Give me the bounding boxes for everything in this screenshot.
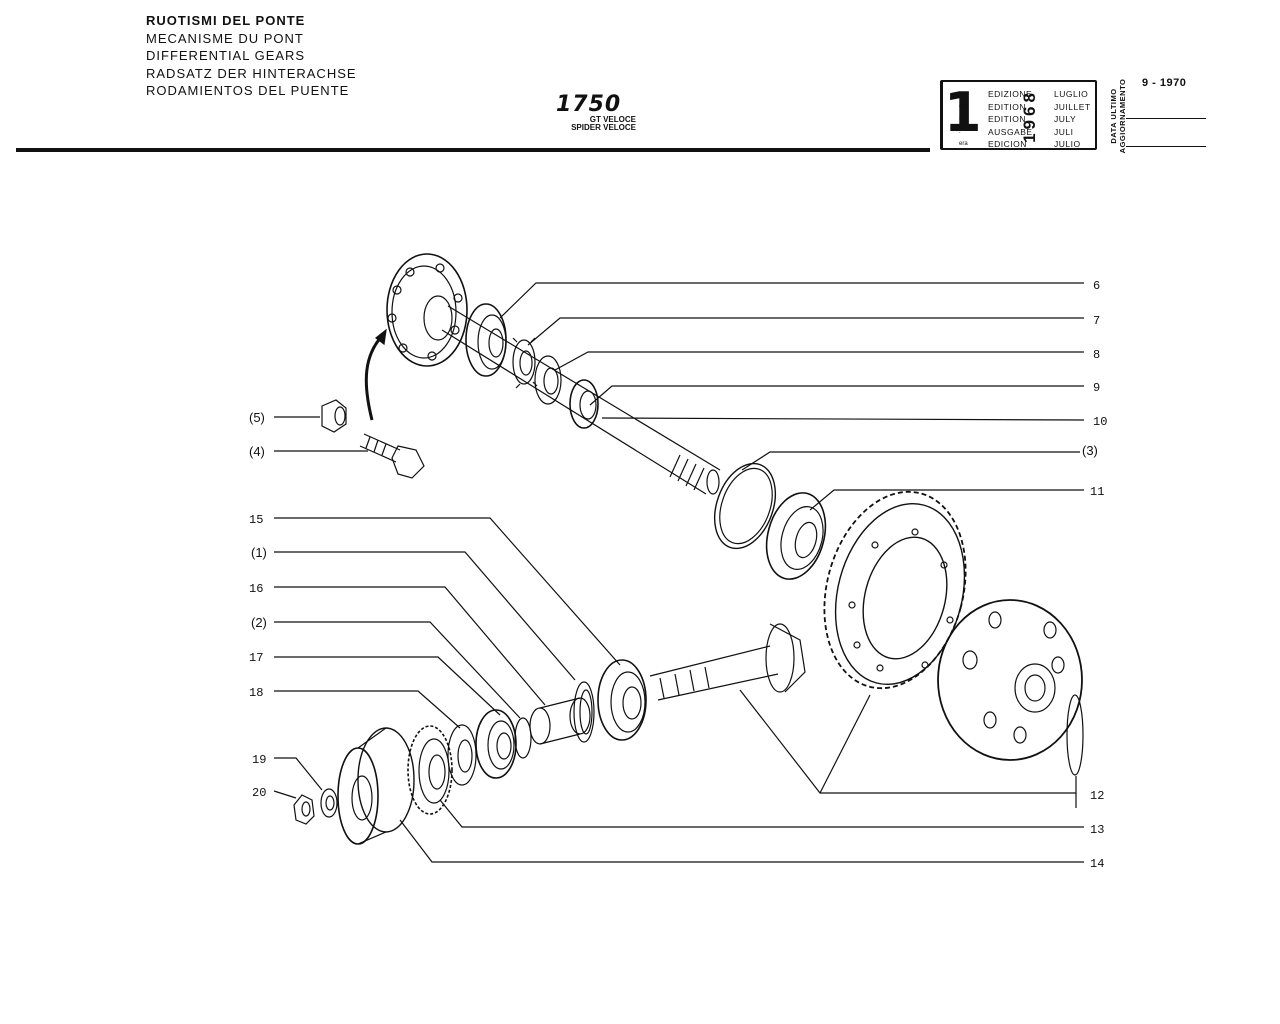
month-en: JULY [1054,114,1077,124]
edition-label-it: EDIZIONE [988,89,1033,99]
pinion-gear [649,623,806,701]
month-de: JULI [1054,126,1074,137]
title-spanish: RODAMIENTOS DEL PUENTE [146,83,350,98]
edition-box [940,80,1097,150]
ring-gear-12 [823,490,967,690]
callout-18: 18 [249,686,263,700]
lower-assembly [293,490,1084,845]
callout-3: (3) [1082,443,1098,458]
callout-10: 10 [1093,415,1107,429]
ordinal-it: o [959,91,963,97]
month-it: LUGLIO [1054,89,1089,99]
oil-seal-13 [407,725,453,815]
upper-assembly [321,253,827,580]
assembly-arrow-head [375,328,387,346]
callout-6: 6 [1093,279,1100,293]
month-fr: JUILLET [1054,101,1091,112]
edition-label-fr: EDITION [988,101,1026,112]
last-update-date: 9 - 1970 [1142,77,1187,89]
callout-4: (4) [249,444,265,459]
model-line-1: GT VELOCE [589,115,636,124]
edition-ordinals: o ere st . era [959,88,968,151]
callout-2: (2) [251,615,267,630]
leader-lines [273,282,1085,863]
shim-1 [573,681,595,743]
bolt-4 [359,433,425,479]
header-rule [16,148,930,152]
nut-20 [293,794,315,825]
callout-16: 16 [249,582,263,596]
model-number: 1750 [556,92,622,117]
axle-shaft [441,305,721,495]
page-titles: RUOTISMI DEL PONTE MECANISME DU PONT DIF… [146,12,357,100]
bearing-6 [465,303,507,377]
bearing-15 [597,659,647,741]
month-es: JULIO [1054,139,1081,149]
ordinal-es: era [959,141,968,147]
update-line-2 [1126,146,1206,147]
callout-20: 20 [252,786,266,800]
callout-5: (5) [249,410,265,425]
assembly-arrow [364,335,384,421]
callout-labels: 6 7 8 9 10 (3) 11 12 13 14 (5) (4) 15 (1… [249,279,1107,871]
drive-flange [386,253,468,367]
edition-months: LUGLIO JUILLET JULY JULI JULIO [1054,88,1091,151]
callout-12: 12 [1090,789,1104,803]
callout-19: 19 [252,753,266,767]
edition-label-de: AUSGABE [988,126,1033,137]
lock-washer-7 [512,337,538,389]
edition-number: 1 [944,81,982,144]
callout-8: 8 [1093,348,1100,362]
collar-9 [569,379,599,429]
update-line-1 [1126,118,1206,119]
edition-label-es: EDICION [988,139,1027,149]
edition-label-en: EDITION [988,114,1026,124]
bearing-17 [475,709,517,779]
title-german: RADSATZ DER HINTERACHSE [146,65,357,81]
callout-17: 17 [249,651,263,665]
differential-case [937,599,1084,776]
snap-ring-3 [713,462,777,550]
edition-labels: EDIZIONE EDITION EDITION AUSGABE EDICION [988,88,1033,151]
callout-11: 11 [1090,485,1104,499]
callout-1: (1) [251,545,267,560]
title-italian: RUOTISMI DEL PONTE [146,13,306,28]
title-english: DIFFERENTIAL GEARS [146,48,306,63]
callout-15: 15 [249,513,263,527]
washer-18 [447,724,477,786]
callout-13: 13 [1090,823,1104,837]
nut-5 [321,399,347,433]
bearing-11 [765,492,827,580]
nut-8 [534,355,562,405]
ordinal-fr: ere [959,103,968,110]
callout-14: 14 [1090,857,1104,871]
ordinal-de: . [959,128,961,135]
title-french: MECANISME DU PONT [146,30,304,46]
pinion-flange-14 [337,727,415,845]
callout-7: 7 [1093,314,1100,328]
model-badge: 1750 GT VELOCE SPIDER VELOCE [556,94,646,132]
shim-2 [514,717,532,759]
lock-washer-19 [320,788,338,818]
ordinal-en: st [959,116,964,122]
model-line-2: SPIDER VELOCE [571,123,636,132]
callout-9: 9 [1093,381,1100,395]
